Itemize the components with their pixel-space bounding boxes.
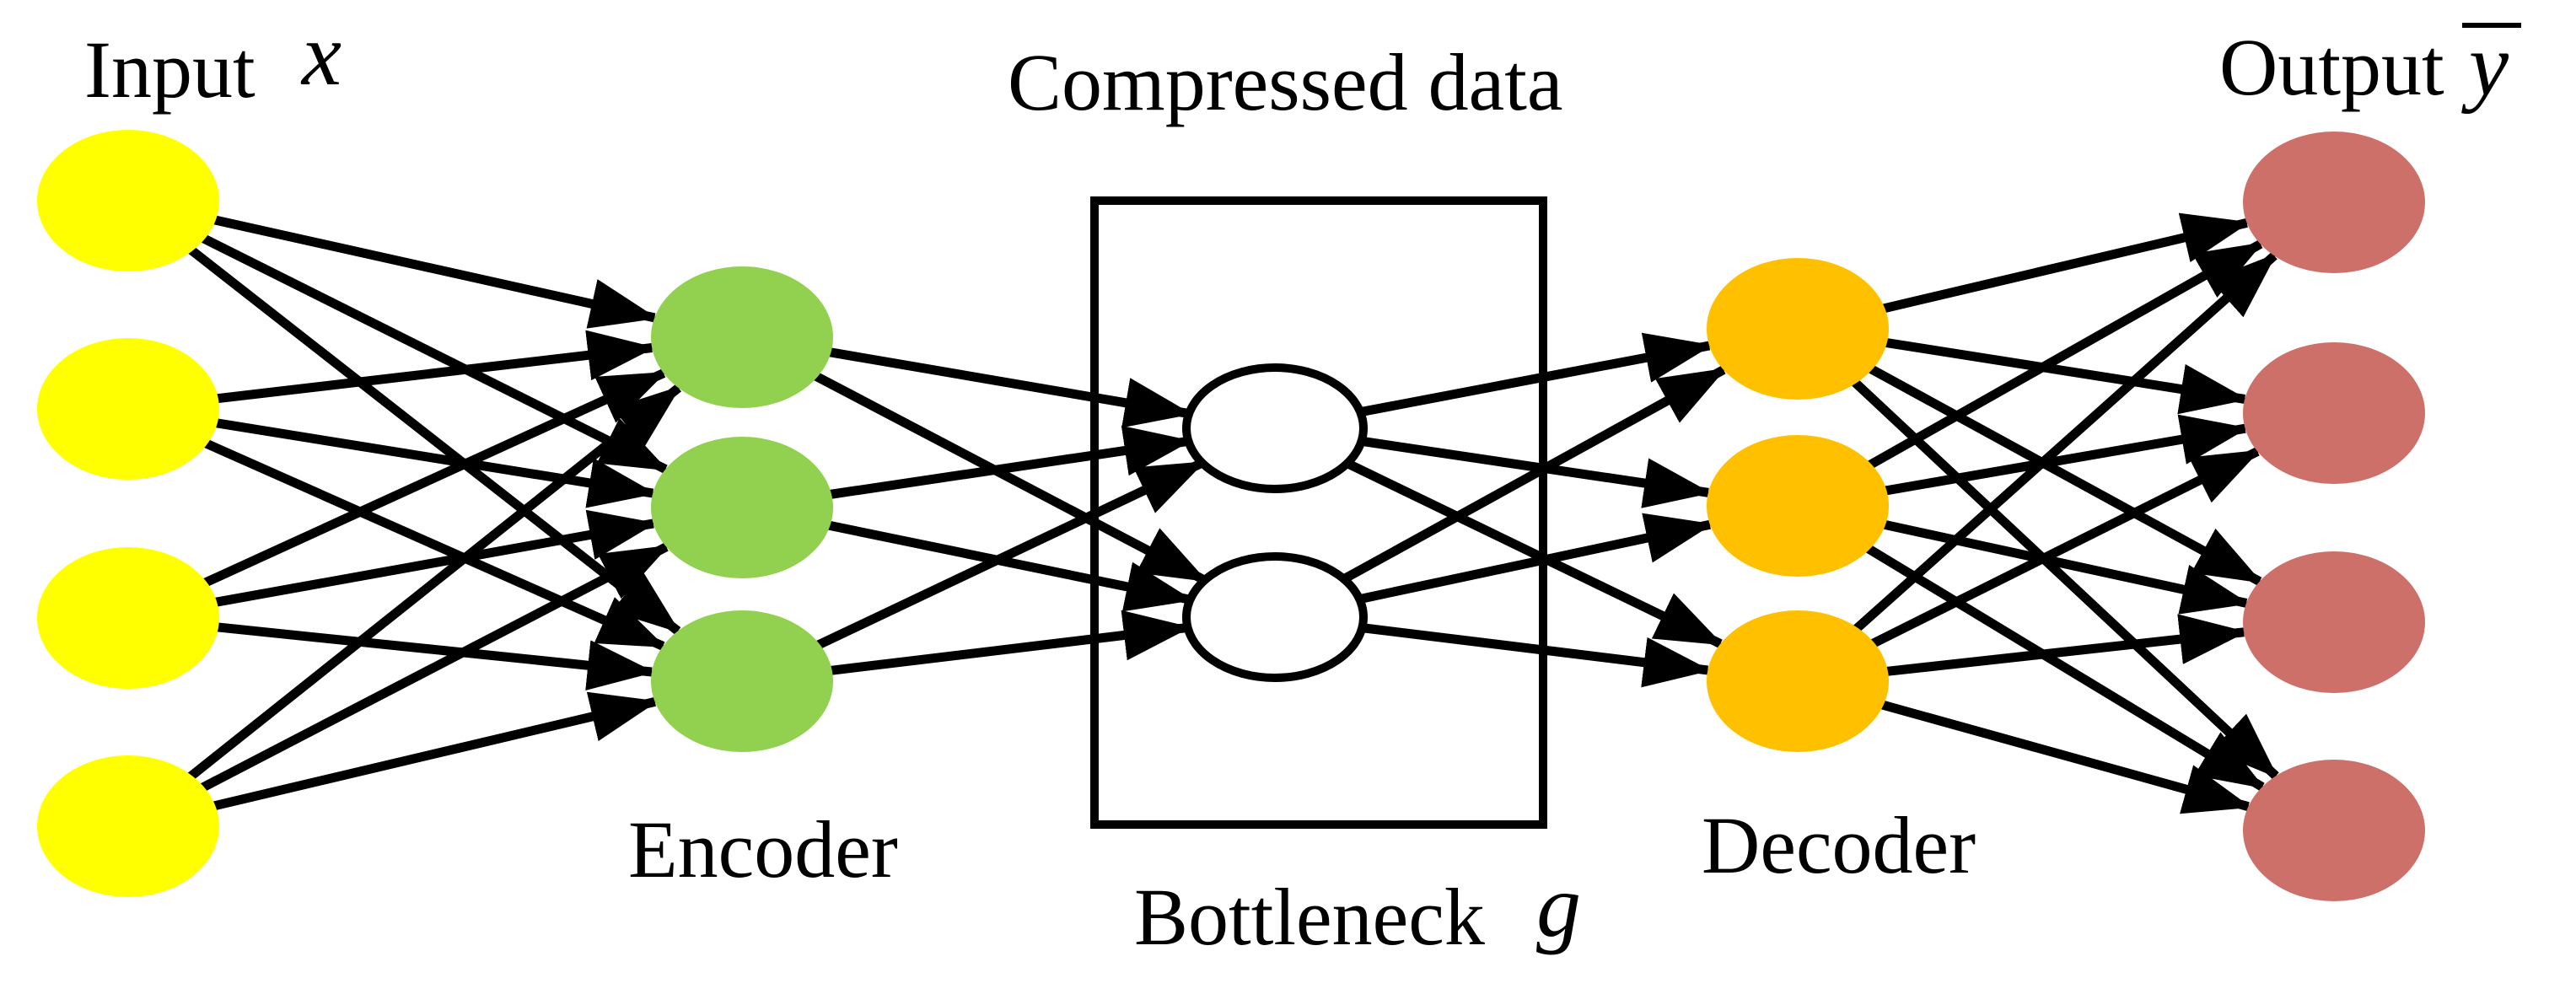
edge-decoder-1-to-output-1 bbox=[1879, 212, 2251, 314]
edge-input-4-to-encoder-2 bbox=[197, 542, 670, 793]
output-node-4 bbox=[2243, 760, 2425, 901]
edge-decoder-2-to-output-2 bbox=[1881, 414, 2249, 497]
bottleneck-box bbox=[1090, 196, 1547, 829]
input-node-1 bbox=[37, 130, 219, 271]
output-node-1 bbox=[2243, 132, 2425, 273]
edge-input-3-to-encoder-1 bbox=[201, 368, 667, 588]
edge-input-3-to-encoder-3 bbox=[213, 622, 655, 691]
edge-decoder-3-to-output-4 bbox=[1878, 699, 2252, 814]
input-node-2 bbox=[37, 338, 219, 480]
bottleneck-label: Bottleneck bbox=[1134, 872, 1485, 962]
edge-bottleneck-1-to-decoder-1 bbox=[1355, 332, 1713, 418]
connections bbox=[186, 212, 2279, 814]
edge-encoder-2-to-bottleneck-1 bbox=[826, 425, 1192, 500]
edge-bottleneck-2-to-decoder-1 bbox=[1338, 365, 1727, 585]
input-label: Input bbox=[84, 24, 255, 115]
encoder-node-3 bbox=[651, 610, 833, 752]
edge-encoder-3-to-bottleneck-1 bbox=[814, 459, 1206, 651]
nodes bbox=[37, 130, 2425, 901]
edge-decoder-3-to-output-3 bbox=[1882, 614, 2248, 677]
encoder-node-1 bbox=[651, 266, 833, 408]
bottleneck-node-2 bbox=[1182, 552, 1368, 682]
edge-decoder-2-to-output-4 bbox=[1863, 543, 2266, 792]
edge-decoder-2-to-output-1 bbox=[1865, 239, 2264, 470]
edge-encoder-1-to-bottleneck-2 bbox=[811, 370, 1208, 585]
bottleneck-node-1 bbox=[1182, 363, 1368, 493]
output-variable: y bbox=[2461, 15, 2509, 114]
edge-input-1-to-encoder-3 bbox=[186, 244, 681, 635]
bottleneck-variable: g bbox=[1536, 857, 1581, 955]
edge-bottleneck-1-to-decoder-3 bbox=[1342, 457, 1724, 648]
input-variable: x bbox=[300, 5, 341, 104]
edge-input-4-to-encoder-3 bbox=[209, 691, 659, 812]
edge-decoder-1-to-output-2 bbox=[1881, 337, 2249, 415]
output-node-2 bbox=[2243, 342, 2425, 484]
compressed-data-label: Compressed data bbox=[1008, 37, 1563, 127]
decoder-node-2 bbox=[1707, 435, 1889, 577]
edge-input-2-to-encoder-2 bbox=[212, 417, 657, 508]
edge-input-1-to-encoder-2 bbox=[198, 233, 669, 474]
edge-bottleneck-1-to-decoder-2 bbox=[1356, 436, 1712, 508]
input-node-4 bbox=[37, 755, 219, 897]
edge-input-1-to-encoder-1 bbox=[210, 214, 659, 329]
edge-input-2-to-encoder-3 bbox=[201, 438, 666, 651]
edge-decoder-1-to-output-4 bbox=[1849, 377, 2279, 780]
edge-decoder-1-to-output-3 bbox=[1866, 363, 2263, 586]
edge-decoder-3-to-output-2 bbox=[1868, 447, 2261, 649]
edge-bottleneck-2-to-decoder-2 bbox=[1354, 513, 1713, 605]
edge-bottleneck-2-to-decoder-3 bbox=[1357, 622, 1712, 688]
decoder-node-1 bbox=[1707, 258, 1889, 400]
edge-encoder-1-to-bottleneck-1 bbox=[826, 347, 1193, 428]
decoder-node-3 bbox=[1707, 610, 1889, 752]
encoder-label: Encoder bbox=[628, 804, 898, 895]
edge-encoder-2-to-bottleneck-2 bbox=[825, 520, 1194, 612]
input-node-3 bbox=[37, 547, 219, 689]
encoder-node-2 bbox=[651, 437, 833, 578]
output-label: Output bbox=[2219, 22, 2444, 112]
edge-input-4-to-encoder-1 bbox=[186, 384, 682, 782]
edge-input-3-to-encoder-2 bbox=[212, 509, 657, 608]
edge-decoder-2-to-output-3 bbox=[1880, 519, 2250, 615]
edge-encoder-3-to-bottleneck-2 bbox=[826, 610, 1191, 676]
decoder-label: Decoder bbox=[1702, 800, 1976, 890]
edge-input-2-to-encoder-1 bbox=[212, 330, 656, 404]
output-node-3 bbox=[2243, 551, 2425, 693]
edge-decoder-3-to-output-1 bbox=[1851, 252, 2278, 634]
